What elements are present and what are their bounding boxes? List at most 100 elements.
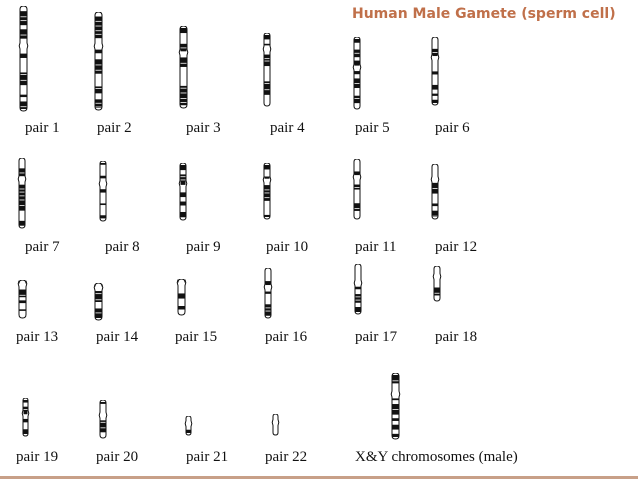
chromosome-pair-15-band (178, 293, 185, 299)
chromosome-pair-8-band (100, 175, 106, 179)
pair-label-21: pair 21 (186, 449, 229, 465)
chromosome-pair-9-band (180, 165, 186, 171)
chromosome-pair-20-band (100, 422, 106, 428)
chromosome-pair-4-band (264, 35, 270, 40)
pair-label-20: pair 20 (96, 449, 139, 465)
chromosome-pair-19-band (23, 418, 28, 423)
chromosome-pair-4-band (264, 83, 270, 90)
chromosome-pair-3-band (180, 102, 187, 106)
chromosome-pair-13-band (19, 289, 26, 295)
chromosome-pair-16-band (265, 308, 271, 311)
chromosome-pair-15-band (178, 305, 185, 310)
chromosome-pair-1-band (20, 29, 27, 35)
chromosome-pair-1-band (20, 94, 27, 98)
chromosome-pair-20-band (100, 420, 106, 422)
pair-label-2: pair 2 (97, 120, 132, 136)
chromosome-pair-15 (176, 279, 187, 316)
chromosome-pair-12-band (432, 188, 438, 194)
chromosome-pair-13-band (19, 295, 26, 298)
chromosome-pair-4-band (264, 90, 270, 95)
chromosome-pair-18-outline (432, 266, 442, 302)
chromosome-pair-7 (17, 158, 27, 229)
chromosome-pair-9-band (180, 177, 186, 180)
pair-label-18: pair 18 (435, 329, 478, 345)
pair-label-8: pair 8 (105, 239, 140, 255)
chromosome-pair-10-band (264, 190, 270, 193)
chromosome-xy-band (392, 418, 399, 421)
chromosome-pair-3-band (180, 43, 187, 48)
chromosome-pair-6-band (432, 48, 438, 53)
page-title: Human Male Gamete (sperm cell) (352, 6, 616, 22)
pair-label-15: pair 15 (175, 329, 218, 345)
chromosome-pair-10-band (264, 193, 270, 198)
chromosome-pair-11-band (354, 184, 360, 188)
chromosome-pair-16-band (265, 281, 271, 286)
chromosome-xy (390, 373, 401, 440)
chromosome-pair-14-band (95, 313, 102, 318)
chromosome-pair-1-band (20, 35, 27, 39)
chromosome-pair-6-band (432, 84, 438, 90)
chromosome-pair-6-band (432, 71, 438, 75)
chromosome-xy-band (392, 404, 399, 410)
chromosome-pair-2-band (95, 34, 102, 39)
chromosome-pair-2-band (95, 26, 102, 31)
chromosome-pair-6 (430, 37, 440, 106)
chromosome-xy-band (392, 375, 399, 381)
chromosome-pair-22-outline (271, 414, 280, 436)
chromosome-pair-11-band (354, 209, 360, 211)
chromosome-pair-21-band (186, 429, 191, 433)
chromosome-pair-17-band (355, 307, 361, 312)
chromosome-pair-18-band (434, 293, 440, 296)
chromosome-pair-11-band (354, 187, 360, 190)
pair-label-10: pair 10 (266, 239, 309, 255)
chromosome-pair-2-band (95, 31, 102, 34)
chromosome-pair-3-band (180, 48, 187, 52)
chromosome-pair-9-outline (178, 163, 188, 221)
chromosome-pair-1-band (20, 72, 27, 75)
chromosome-pair-20 (98, 400, 108, 439)
chromosome-pair-12-band (432, 203, 438, 207)
chromosome-pair-17-band (355, 300, 361, 303)
chromosome-pair-19-band (23, 406, 28, 410)
chromosome-pair-7-band (19, 184, 25, 189)
chromosome-pair-3-band (180, 63, 187, 67)
chromosome-pair-18-band (434, 287, 440, 293)
chromosome-pair-4-band (264, 43, 270, 46)
pair-label-11: pair 11 (355, 239, 397, 255)
chromosome-pair-2-band (95, 16, 102, 21)
pair-label-13: pair 13 (16, 329, 59, 345)
pair-label-3: pair 3 (186, 120, 221, 136)
chromosome-pair-3-band (180, 57, 187, 63)
chromosome-pair-19 (21, 398, 30, 437)
pair-label-12: pair 12 (435, 239, 478, 255)
chromosome-xy-band (392, 409, 399, 415)
chromosome-pair-6-band (432, 52, 438, 57)
chromosome-pair-5-band (354, 39, 360, 43)
chromosome-pair-17-band (355, 297, 361, 300)
chromosome-pair-7-band (19, 173, 25, 177)
chromosome-pair-8-band (100, 215, 106, 219)
chromosome-pair-4-band (264, 54, 270, 59)
pair-label-5: pair 5 (355, 120, 390, 136)
pair-label-6: pair 6 (435, 120, 470, 136)
chromosome-pair-10-band (264, 185, 270, 190)
chromosome-pair-9-band (180, 192, 186, 198)
chromosome-pair-4-band (264, 81, 270, 84)
chromosome-pair-1-band (20, 21, 27, 26)
chromosome-pair-3-band (180, 98, 187, 103)
chromosome-pair-12-band (432, 182, 438, 189)
chromosome-pair-19-band (23, 409, 28, 415)
chromosome-pair-14-band (95, 294, 102, 300)
chromosome-pair-5-band (354, 98, 360, 104)
chromosome-pair-10-band (264, 214, 270, 217)
chromosome-pair-6-band (432, 93, 438, 96)
chromosome-pair-7-band (19, 200, 25, 206)
sex-chromosome-label: X&Y chromosomes (male) (355, 449, 518, 465)
chromosome-pair-2-band (95, 49, 102, 54)
chromosome-pair-2-band (95, 70, 102, 74)
chromosome-pair-4-band (264, 61, 270, 67)
chromosome-pair-6-band (432, 99, 438, 103)
chromosome-pair-9-band (180, 201, 186, 206)
chromosome-pair-16-band (265, 304, 271, 308)
chromosome-pair-19-band (23, 400, 28, 403)
